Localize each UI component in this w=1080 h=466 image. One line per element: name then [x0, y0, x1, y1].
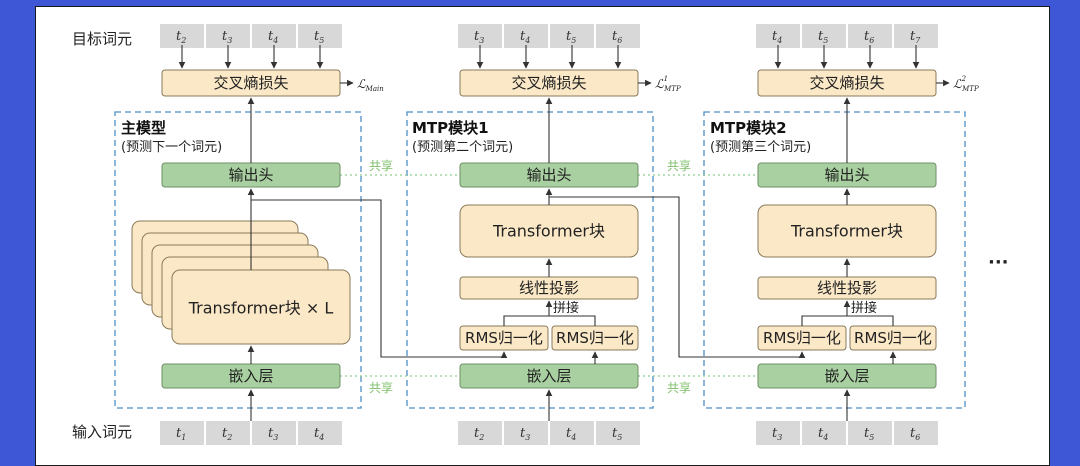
target-token-label: t5 — [818, 29, 828, 45]
mtp2-linear-projection-label: 线性投影 — [817, 279, 877, 297]
mtp2-loss-label: 交叉熵损失 — [809, 74, 884, 92]
main-model-title: 主模型 — [121, 119, 166, 137]
target-token-cell — [756, 24, 800, 48]
mtp2-transformer-label: Transformer块 — [790, 222, 903, 241]
target-token-cell — [206, 24, 250, 48]
mtp-module-1-subtitle: (预测第二个词元) — [412, 140, 513, 155]
input-token-label: t2 — [222, 426, 232, 442]
input-token-label: t3 — [772, 426, 782, 442]
target-token-label: t4 — [268, 29, 278, 45]
target-token-cell — [160, 24, 204, 48]
mtp2-rmsnorm-right-label: RMS归一化 — [854, 329, 932, 347]
input-token-cell — [756, 421, 800, 445]
target-token-cell — [848, 24, 892, 48]
input-token-cell — [160, 421, 204, 445]
share-label-head-2: 共享 — [667, 158, 691, 173]
mtp1-embedding — [459, 363, 639, 389]
mtp1-rmsnorm-left-label: RMS归一化 — [465, 329, 543, 347]
input-token-label: t2 — [474, 426, 484, 442]
input-token-cell — [206, 421, 250, 445]
mtp1-output-head-label: 输出头 — [526, 166, 571, 184]
mtp-module-2-subtitle: (预测第三个词元) — [710, 140, 811, 155]
input-token-label: t3 — [520, 426, 530, 442]
target-token-label: t6 — [612, 29, 622, 45]
share-label-head-1: 共享 — [369, 158, 393, 173]
target-token-cell — [596, 24, 640, 48]
target-token-cell — [802, 24, 846, 48]
target-token-cell — [894, 24, 938, 48]
mtp1-embedding-label: 嵌入层 — [526, 367, 571, 385]
input-token-cell — [802, 421, 846, 445]
target-token-label: t2 — [176, 29, 186, 45]
input-token-cell — [504, 421, 548, 445]
target-token-label: t5 — [566, 29, 576, 45]
target-token-cell — [252, 24, 296, 48]
mtp1-loss-label: 交叉熵损失 — [511, 74, 586, 92]
input-token-cell — [848, 421, 892, 445]
main-embedding-label: 嵌入层 — [228, 367, 273, 385]
input-token-label: t6 — [910, 426, 920, 442]
target-token-cell — [504, 24, 548, 48]
target-token-label: t5 — [314, 29, 324, 45]
mtp1-transformer-label: Transformer块 — [492, 222, 605, 241]
mtp2-embedding — [757, 363, 937, 389]
target-tokens-label: 目标词元 — [72, 30, 132, 48]
input-tokens-label: 输入词元 — [72, 423, 132, 441]
input-token-label: t5 — [864, 426, 874, 442]
input-token-label: t3 — [268, 426, 278, 442]
mtp1-rmsnorm-right-label: RMS归一化 — [556, 329, 634, 347]
input-token-cell — [550, 421, 594, 445]
input-token-cell — [458, 421, 502, 445]
input-token-cell — [596, 421, 640, 445]
mtp2-rmsnorm-left-label: RMS归一化 — [763, 329, 841, 347]
mtp1-linear-projection-label: 线性投影 — [519, 279, 579, 297]
main-model-frame — [114, 111, 362, 409]
mtp2-embedding-label: 嵌入层 — [824, 367, 869, 385]
target-token-label: t3 — [222, 29, 232, 45]
mtp-module-1-title: MTP模块1 — [412, 119, 489, 137]
loss-main-symbol: ℒMain — [357, 77, 384, 93]
input-token-label: t4 — [818, 426, 828, 442]
target-token-label: t7 — [910, 29, 921, 45]
main-transformer-stack-label: Transformer块 × L — [188, 299, 334, 318]
target-token-cell — [550, 24, 594, 48]
main-loss-label: 交叉熵损失 — [213, 74, 288, 92]
target-token-cell — [458, 24, 502, 48]
target-token-label: t6 — [864, 29, 874, 45]
target-token-cell — [298, 24, 342, 48]
mtp-module-2-frame — [703, 111, 966, 409]
target-token-label: t4 — [520, 29, 530, 45]
main-transformer-stack — [131, 220, 351, 345]
more-modules-ellipsis: ··· — [988, 252, 1009, 273]
mtp-module-1-frame — [406, 111, 654, 409]
mtp-module-2-title: MTP模块2 — [710, 119, 787, 137]
input-token-label: t1 — [176, 426, 186, 442]
mtp2-concat-label: 拼接 — [851, 300, 877, 316]
mtp1-concat-label: 拼接 — [553, 300, 579, 316]
input-token-cell — [298, 421, 342, 445]
share-label-embed-2: 共享 — [667, 380, 691, 395]
target-token-label: t4 — [772, 29, 782, 45]
connection-wires — [178, 45, 920, 421]
input-token-label: t4 — [314, 426, 324, 442]
input-token-label: t5 — [612, 426, 622, 442]
main-model-subtitle: (预测下一个词元) — [121, 140, 222, 155]
mtp2-output-head-label: 输出头 — [824, 166, 869, 184]
input-token-label: t4 — [566, 426, 576, 442]
input-token-cell — [894, 421, 938, 445]
main-output-head-label: 输出头 — [228, 166, 273, 184]
target-token-label: t3 — [474, 29, 484, 45]
share-label-embed-1: 共享 — [369, 380, 393, 395]
input-token-cell — [252, 421, 296, 445]
